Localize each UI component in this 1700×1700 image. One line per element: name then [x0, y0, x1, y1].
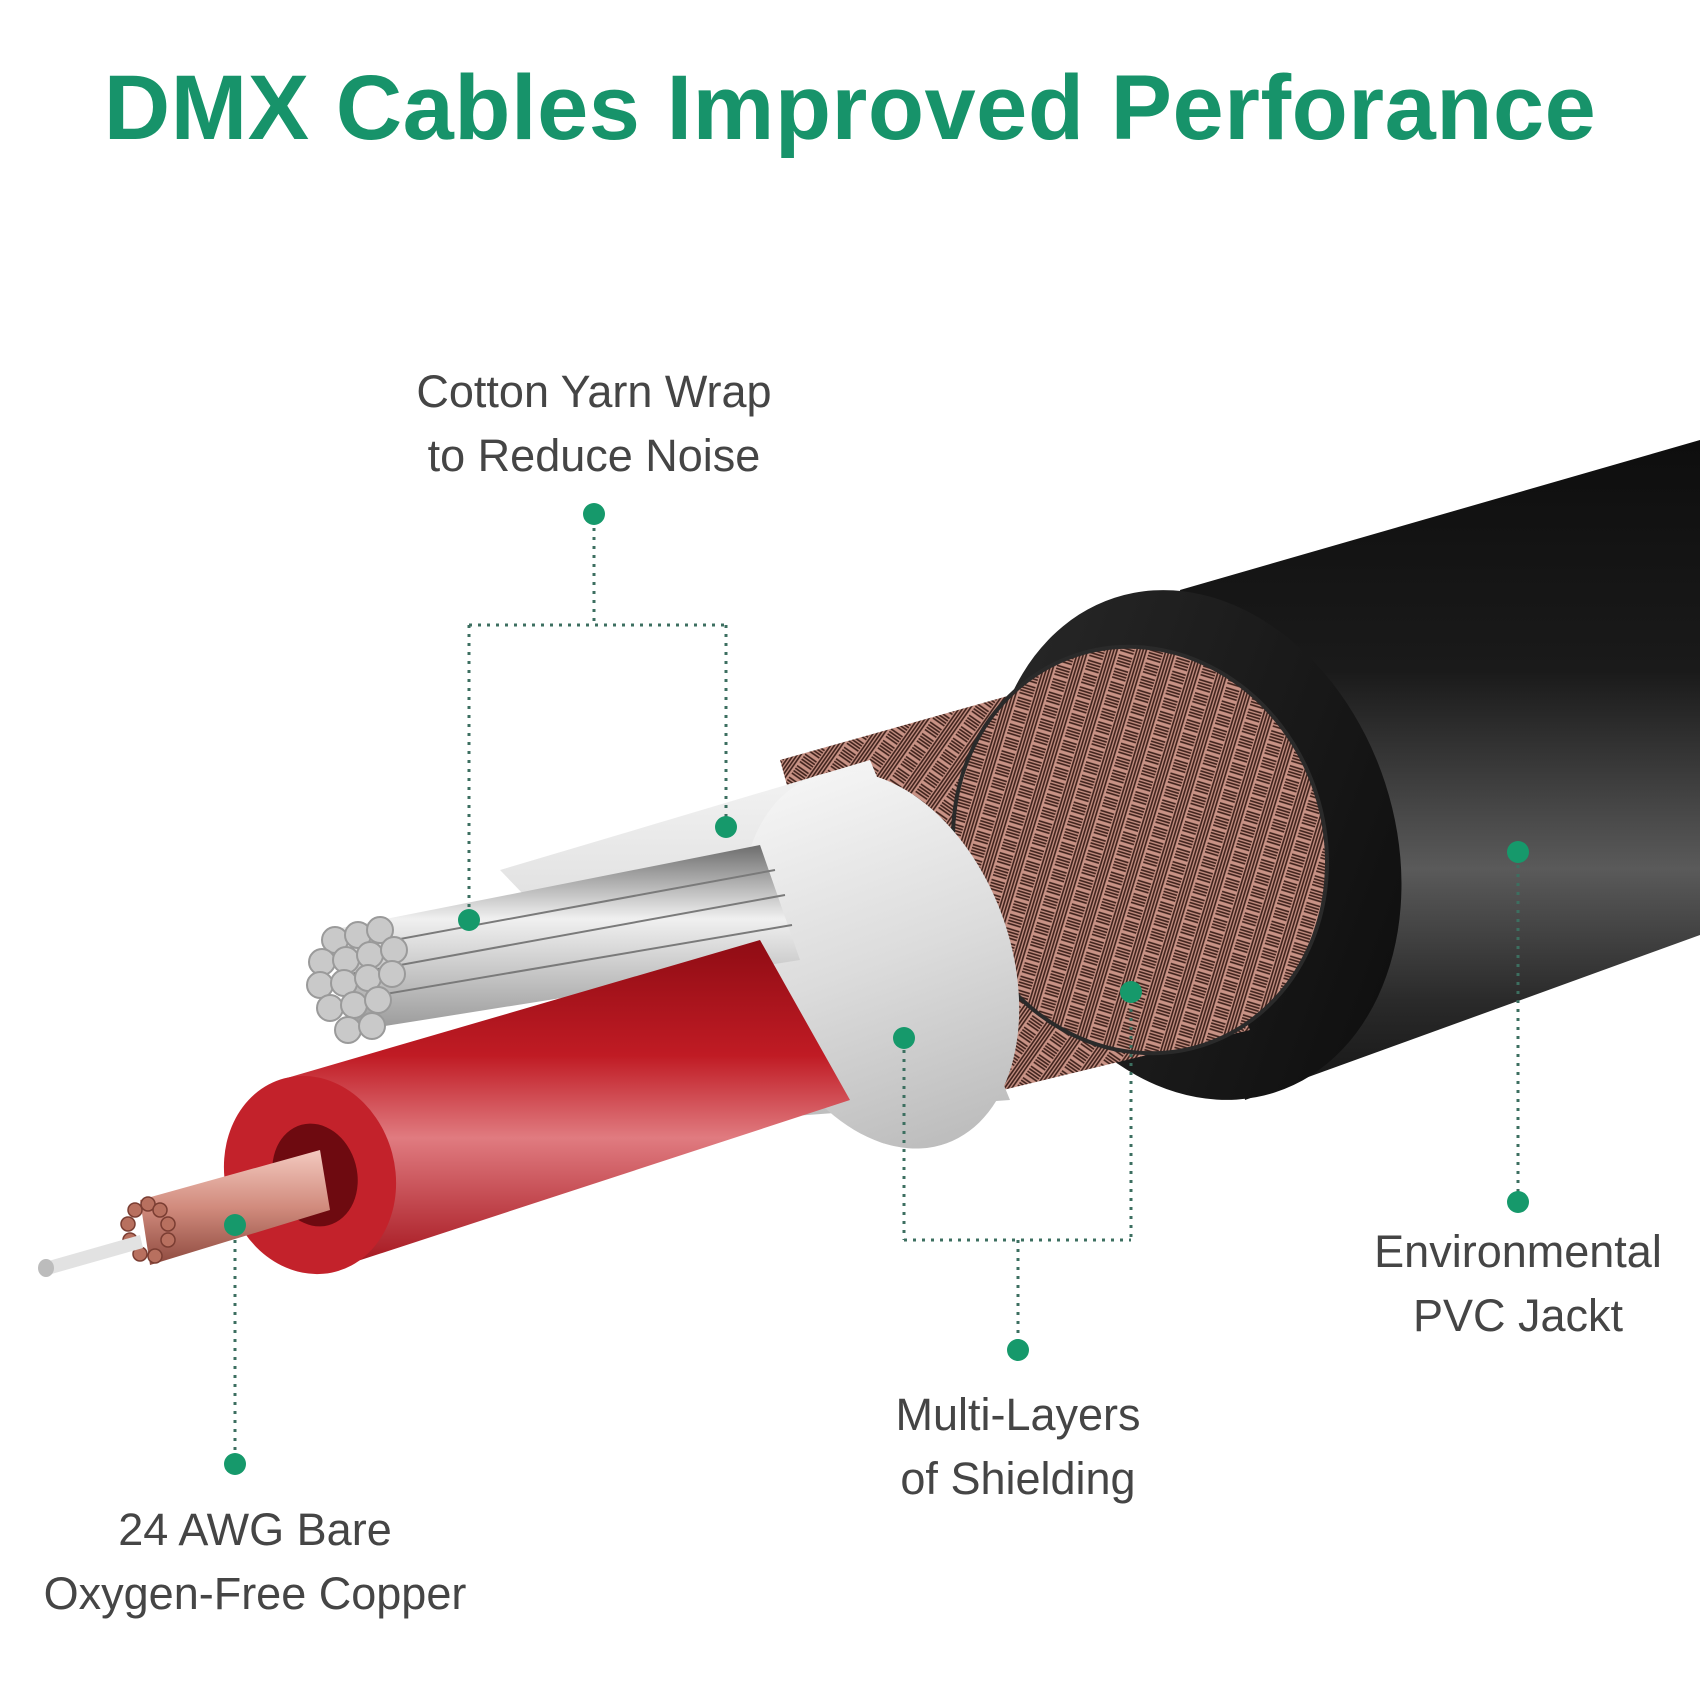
marker-dot-copper-label	[224, 1453, 246, 1475]
leader-lines	[233, 528, 1520, 1460]
marker-dot-copper-strands	[224, 1214, 246, 1236]
callout-pvc-jacket: Environmental PVC Jackt	[1348, 1220, 1688, 1348]
marker-dot-foil-layer	[893, 1027, 915, 1049]
marker-dot-shielding-label	[1007, 1339, 1029, 1361]
callout-line: Environmental	[1374, 1226, 1662, 1277]
callout-line: Multi-Layers	[895, 1389, 1141, 1440]
marker-dot-pvc-jacket	[1507, 841, 1529, 863]
marker-dot-white-strands	[458, 909, 480, 931]
marker-dot-pvc-label	[1507, 1191, 1529, 1213]
page-title: DMX Cables Improved Perforance	[103, 57, 1597, 159]
callout-shielding: Multi-Layers of Shielding	[858, 1383, 1178, 1511]
callout-line: of Shielding	[900, 1453, 1136, 1504]
callout-line: to Reduce Noise	[427, 430, 761, 481]
callout-copper-conductor: 24 AWG Bare Oxygen-Free Copper	[0, 1498, 510, 1626]
copper-strands	[38, 1150, 330, 1277]
marker-dot-cotton-top	[583, 503, 605, 525]
callout-line: 24 AWG Bare	[118, 1504, 392, 1555]
marker-dot-braid	[1120, 981, 1142, 1003]
white-strands	[306, 845, 800, 1044]
marker-dot-cotton-layer	[715, 816, 737, 838]
callout-cotton-yarn: Cotton Yarn Wrap to Reduce Noise	[384, 360, 804, 488]
callout-line: Oxygen-Free Copper	[43, 1568, 467, 1619]
drain-wire	[38, 1235, 143, 1277]
callout-line: Cotton Yarn Wrap	[416, 366, 772, 417]
callout-line: PVC Jackt	[1412, 1290, 1624, 1341]
